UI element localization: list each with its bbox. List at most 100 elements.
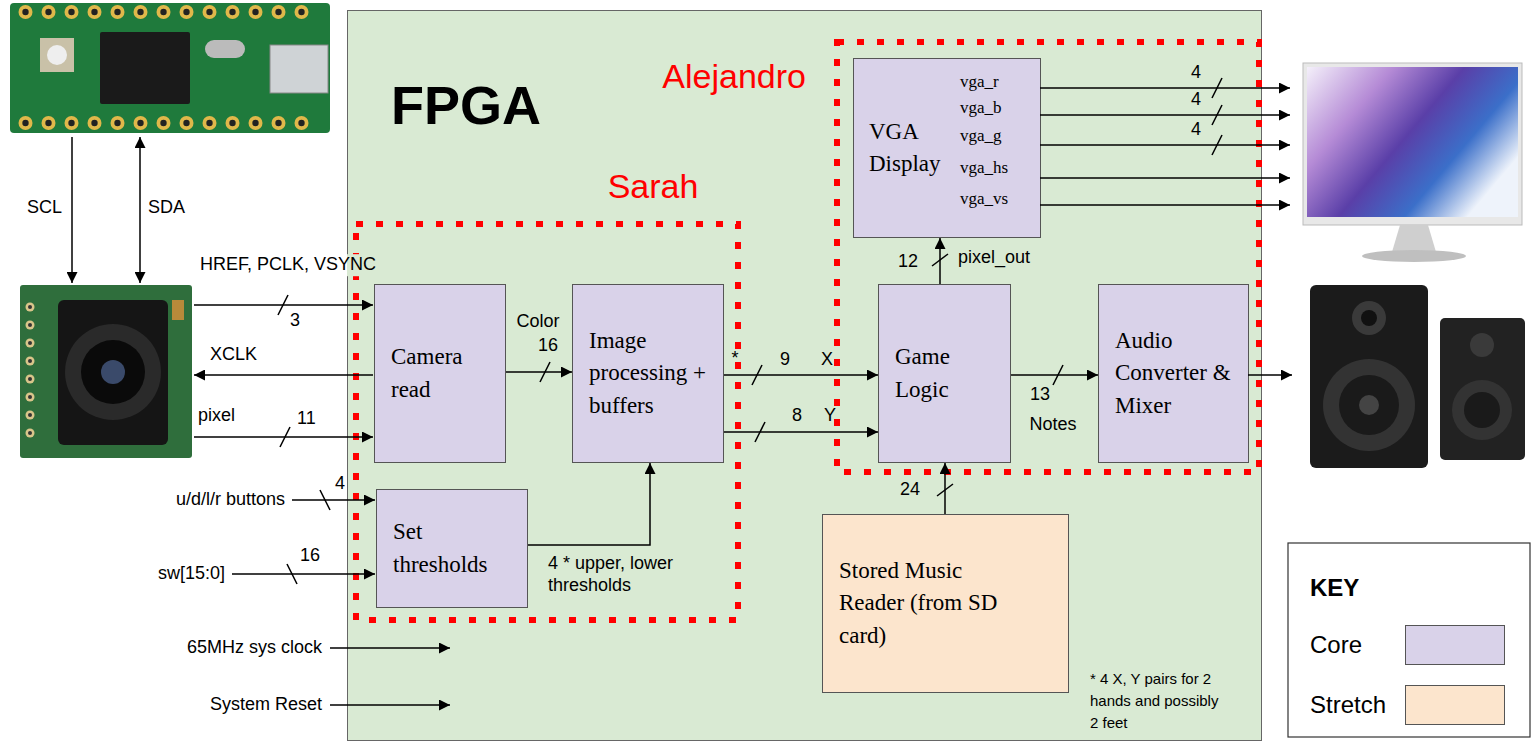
monitor-neck <box>1392 225 1436 252</box>
pin-column <box>22 298 38 442</box>
edge-label: Color <box>516 311 559 333</box>
chip <box>100 32 190 104</box>
woofer-cone <box>1464 392 1500 428</box>
process-box: Set thresholds <box>376 489 528 608</box>
signal-name: pixel <box>198 405 235 427</box>
signal-name: HREF, PCLK, VSYNC <box>200 254 376 276</box>
port-name: vga_g <box>960 126 1002 146</box>
bus-width: 13 <box>1030 384 1050 406</box>
dotted-border <box>837 42 1259 472</box>
audio-wire <box>1248 374 1292 376</box>
signal-name: XCLK <box>210 344 257 366</box>
owner-name: Alejandro <box>662 56 806 97</box>
box-label: Image processing + buffers <box>589 325 707 422</box>
process-box: Image processing + buffers <box>572 284 724 463</box>
bus-width: 8 <box>792 405 802 427</box>
woofer-cone <box>1339 375 1399 435</box>
pin-row <box>14 114 314 132</box>
reset-wire <box>330 704 450 706</box>
xclk-wire <box>194 374 373 376</box>
monitor-base <box>1362 250 1466 262</box>
sda-wire <box>139 137 141 283</box>
component <box>172 300 184 320</box>
bus-width: 16 <box>538 335 558 357</box>
bus-slash <box>1212 105 1222 125</box>
monitor-screen <box>1307 67 1518 217</box>
pcb <box>20 285 192 458</box>
edge-label: pixel_out <box>958 247 1030 269</box>
signal-arrow <box>1011 374 1098 376</box>
speaker-picture <box>1310 285 1525 468</box>
tweeter <box>1470 333 1494 357</box>
connector-group <box>506 238 1098 545</box>
legend-box <box>1288 543 1530 737</box>
camera-module <box>20 285 192 458</box>
bus-slash <box>1212 135 1222 155</box>
vga-wire <box>1040 204 1290 206</box>
bus-slash <box>1212 78 1222 98</box>
bus-slash <box>287 564 297 584</box>
input-name: u/d/l/r buttons <box>176 489 285 511</box>
footnote: * 4 X, Y pairs for 2 hands and possibly … <box>1090 668 1220 734</box>
legend-title: KEY <box>1310 574 1359 603</box>
woofer-cap <box>1359 395 1379 415</box>
speaker-cabinet <box>1440 318 1525 460</box>
port-name: vga_r <box>960 72 999 92</box>
pixel-wire <box>194 436 373 438</box>
port-name: vga_hs <box>960 158 1008 178</box>
owner-region: SarahCamera readImage processing + buffe… <box>353 221 741 623</box>
input-name: 65MHz sys clock <box>187 637 322 659</box>
process-box: Game Logic <box>878 284 1011 463</box>
woofer <box>1452 380 1512 440</box>
box-label: Set thresholds <box>393 516 511 580</box>
board-title: FPGA <box>391 76 541 135</box>
signal-name: SDA <box>148 197 185 219</box>
legend-swatch <box>1405 625 1505 665</box>
port-name: vga_vs <box>960 189 1008 209</box>
signal-arrow <box>939 238 941 284</box>
footnote-mark: * <box>731 348 738 370</box>
tweeter-dome <box>1361 310 1377 326</box>
legend-label: Stretch <box>1310 691 1386 720</box>
input-name: sw[15:0] <box>158 563 225 585</box>
woofer <box>1323 359 1415 451</box>
button-cap <box>47 45 67 65</box>
signal-arrow <box>724 374 878 376</box>
clock-wire <box>330 647 450 649</box>
signal-arrow <box>724 431 878 433</box>
lens-glass <box>101 360 125 384</box>
bus-slash <box>280 427 290 447</box>
pin-row <box>14 3 314 21</box>
bus-width: 11 <box>297 408 316 430</box>
signal-arrow <box>506 371 572 373</box>
vga-wire <box>1040 144 1290 146</box>
switch-wire <box>232 573 375 575</box>
edge-label: 4 * upper, lower thresholds <box>548 553 718 596</box>
vga-wire <box>1040 87 1290 89</box>
dotted-border <box>356 224 738 620</box>
bus-width: 4 <box>335 473 345 495</box>
button-wire <box>292 499 375 501</box>
process-box: VGA Displayvga_rvga_bvga_gvga_hsvga_vs <box>853 58 1041 238</box>
crystal <box>205 40 245 58</box>
legend-swatch <box>1405 685 1505 725</box>
scl-wire <box>71 137 73 283</box>
edge-label: Notes <box>1029 414 1076 436</box>
speaker-cabinet <box>1310 285 1428 468</box>
signal-wires <box>72 78 1292 705</box>
lens-ring <box>65 324 161 420</box>
bus-width: 12 <box>898 251 918 273</box>
bus-width: 4 <box>1191 89 1201 111</box>
lens-housing <box>58 300 168 445</box>
tweeter <box>1352 301 1386 335</box>
signal-name: SCL <box>27 197 62 219</box>
edge-label: X <box>821 349 833 371</box>
edge-label: Y <box>824 405 836 427</box>
legend-label: Core <box>1310 631 1362 660</box>
monitor-bezel <box>1303 63 1522 225</box>
vga-wire <box>1040 177 1290 179</box>
port-name: vga_b <box>960 98 1002 118</box>
